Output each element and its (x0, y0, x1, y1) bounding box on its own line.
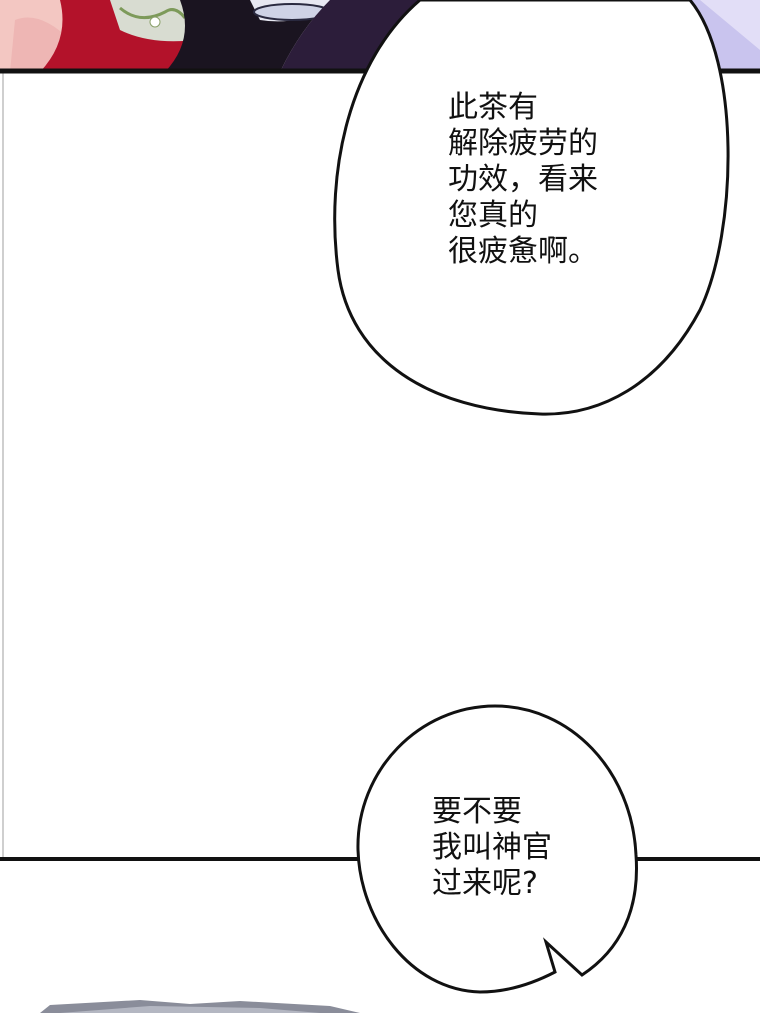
bubble-1-line: 您真的 (448, 198, 538, 233)
bottom-panel (40, 1000, 360, 1013)
bubble-2-line: 要不要 (432, 794, 522, 829)
bubble-1-line: 功效，看来 (448, 162, 598, 197)
speech-bubble-1-text: 此茶有 解除疲劳的 功效，看来 您真的 很疲惫啊。 (448, 90, 598, 270)
speech-bubble-2 (356, 704, 638, 994)
bubble-1-line: 此茶有 (448, 90, 538, 125)
bubble-2-line: 我叫神官 (432, 830, 552, 865)
speech-bubble-1 (333, 0, 730, 416)
bubble-1-line: 很疲惫啊。 (448, 234, 598, 269)
bubble-2-line: 过来呢? (432, 866, 538, 901)
bubble-1-line: 解除疲劳的 (448, 126, 598, 161)
speech-bubble-2-text: 要不要 我叫神官 过来呢? (432, 794, 552, 902)
